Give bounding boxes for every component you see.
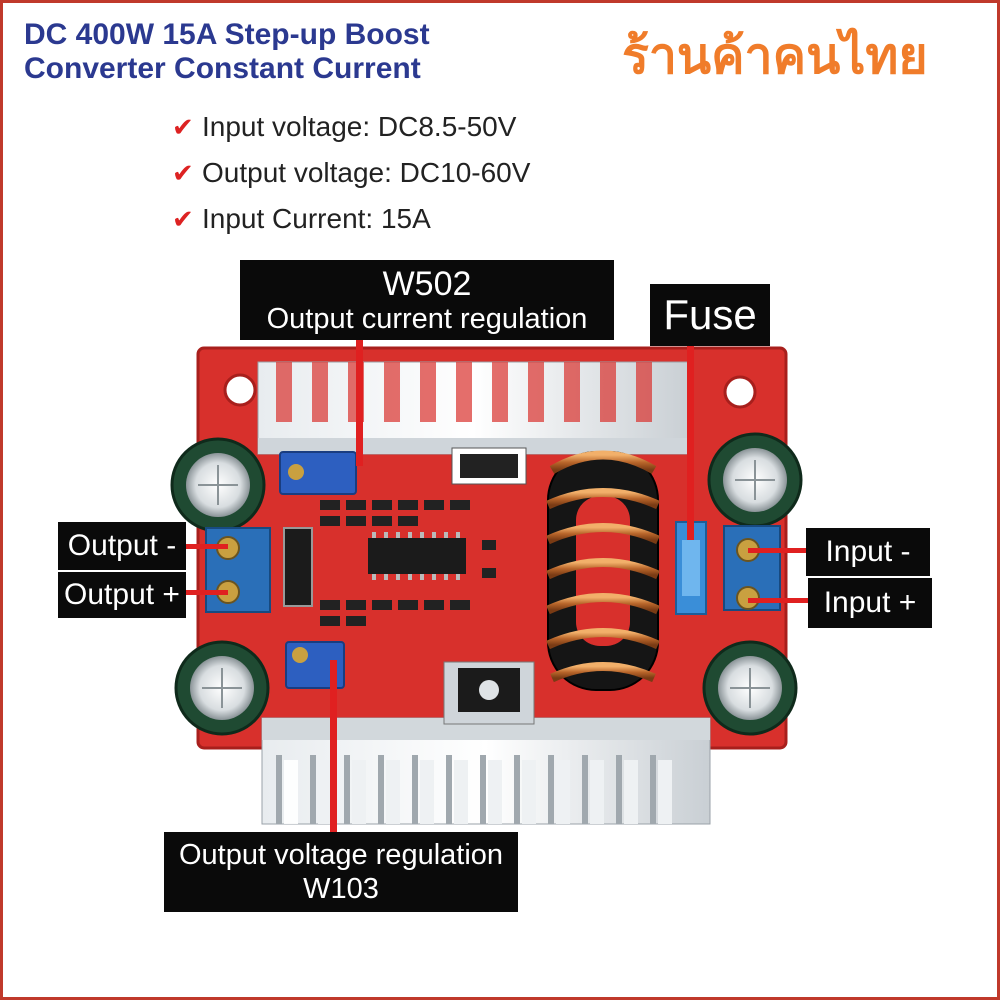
callout-fuse: Fuse [650,284,770,346]
leader-line-output-plus [182,590,228,595]
shop-name: ร้านค้าคนไทย [622,27,928,85]
leader-line-output-minus [182,544,228,549]
diode-bottom [443,661,535,725]
controller-ic [368,532,466,580]
title-line-1: DC 400W 15A Step-up Boost [24,18,430,51]
callout-input-plus: Input + [808,578,932,628]
smd-components [320,500,496,626]
heatsink-top [257,361,691,455]
capacitor-bottom-right [702,640,798,736]
spec-input-current: ✔Input Current: 15A [172,203,431,234]
potentiometer-w502 [279,451,357,495]
callout-output-plus: Output + [58,572,186,618]
output-terminal-block [205,527,271,613]
capacitor-bottom-left [174,640,270,736]
input-terminal-block [723,525,781,611]
fuse-component [675,521,707,615]
callout-input-minus: Input - [806,528,930,576]
check-icon: ✔ [172,157,194,188]
callout-w502: W502 Output current regulation [240,260,614,340]
leader-line-w502 [356,338,363,466]
callout-w103-desc: Output voltage regulation [178,839,504,871]
product-title: DC 400W 15A Step-up Boost Converter Cons… [24,18,430,86]
leader-line-input-minus [748,548,810,553]
toroidal-inductor [546,450,660,691]
callout-w103-title: W103 [303,873,379,905]
callout-w502-desc: Output current regulation [266,303,588,335]
leader-line-fuse [687,344,694,540]
spec-list: ✔Input voltage: DC8.5-50V ✔Output voltag… [172,104,530,242]
leader-line-w103 [330,660,337,838]
check-icon: ✔ [172,111,194,142]
title-line-2: Converter Constant Current [24,52,421,85]
leader-line-input-plus [748,598,810,603]
capacitor-top-right [707,432,803,528]
spec-output-voltage: ✔Output voltage: DC10-60V [172,157,531,188]
mosfet-top [451,447,527,485]
callout-w502-title: W502 [382,265,472,303]
capacitor-top-left [170,437,266,533]
callout-output-minus: Output - [58,522,186,570]
shunt-resistor [283,527,313,607]
callout-w103: Output voltage regulation W103 [164,832,518,912]
potentiometer-w103 [285,641,345,689]
check-icon: ✔ [172,203,194,234]
spec-input-voltage: ✔Input voltage: DC8.5-50V [172,111,517,142]
